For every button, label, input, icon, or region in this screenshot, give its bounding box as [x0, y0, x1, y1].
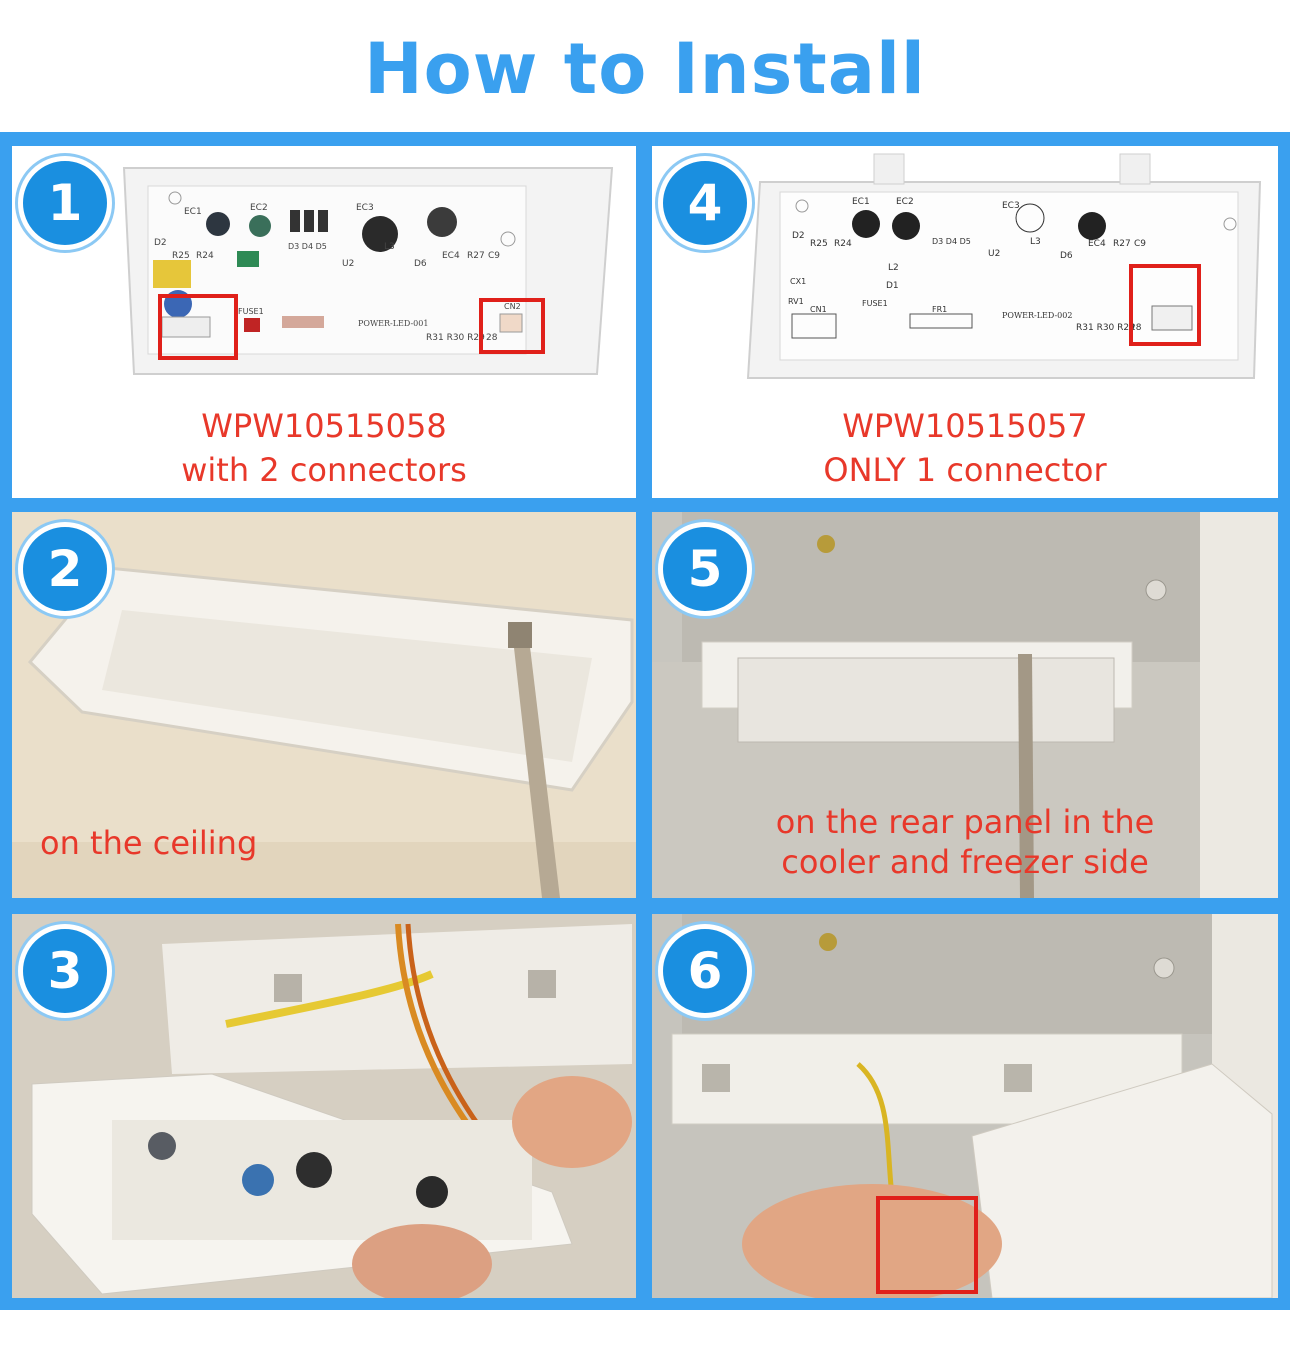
- board-label-d3-d5: D3 D4 D5: [932, 237, 971, 246]
- ceiling-light-removal-photo: [12, 512, 636, 898]
- step-number-badge: 1: [18, 156, 112, 250]
- board-label-u2: U2: [988, 249, 1000, 259]
- step-5-line-1: on the rear panel in the: [775, 803, 1155, 841]
- step-1-note: with 2 connectors: [181, 451, 467, 489]
- board-label-ec3: EC3: [356, 203, 374, 213]
- step-2-panel: 2 on the ceiling: [12, 512, 636, 898]
- board-label-c9: C9: [488, 251, 500, 261]
- board-label-l2: L2: [888, 263, 899, 273]
- board-label-ec1: EC1: [184, 207, 202, 217]
- step-4-model: WPW10515057: [842, 407, 1088, 445]
- board-label-l3: L3: [384, 242, 395, 252]
- board-label-cn2: CN2: [504, 302, 521, 311]
- step-5-caption: on the rear panel in the cooler and free…: [652, 802, 1278, 882]
- step-4-panel: EC1 EC2 EC3 D2 R25 R24 D3 D4 D5 U2 L3 D6…: [652, 146, 1278, 498]
- board-label-cx1: CX1: [790, 277, 806, 286]
- connector-highlight-box: [1129, 264, 1201, 346]
- board-label-r27: R27: [1113, 239, 1131, 249]
- board-label-d6: D6: [1060, 251, 1073, 261]
- step-4-note: ONLY 1 connector: [823, 451, 1107, 489]
- board-label-r24: R24: [834, 239, 852, 249]
- step-number-badge: 2: [18, 522, 112, 616]
- board-label-l3: L3: [1030, 237, 1041, 247]
- board-label-d6: D6: [414, 259, 427, 269]
- board-label-rv1: RV1: [788, 297, 804, 306]
- led-board-two-connectors-image: EC1 EC2 EC3 D2 R25 R24 D3 D4 D5 U2 L3 D6…: [122, 167, 614, 375]
- board-label-d2: D2: [154, 238, 167, 248]
- board-label-ec2: EC2: [896, 197, 914, 207]
- step-1-model: WPW10515058: [201, 407, 447, 445]
- step-1-panel: EC1 EC2 EC3 D2 R25 R24 D3 D4 D5 U2 L3 D6…: [12, 146, 636, 498]
- board-label-d2: D2: [792, 231, 805, 241]
- step-3-panel: 3: [12, 914, 636, 1298]
- page-title: How to Install: [364, 28, 926, 110]
- board-label-ec1: EC1: [852, 197, 870, 207]
- connector-plug-photo: [652, 914, 1278, 1298]
- step-number-badge: 5: [658, 522, 752, 616]
- step-5-line-2: cooler and freezer side: [781, 843, 1149, 881]
- connector-highlight-box: [158, 294, 238, 360]
- step-6-panel: 6: [652, 914, 1278, 1298]
- board-label-r25: R25: [810, 239, 828, 249]
- board-label-u2: U2: [342, 259, 354, 269]
- board-label-model: POWER-LED-002: [1002, 311, 1072, 320]
- step-number-badge: 3: [18, 924, 112, 1018]
- board-label-r28: 28: [486, 333, 498, 343]
- step-4-caption: WPW10515057 ONLY 1 connector: [652, 404, 1278, 492]
- step-1-caption: WPW10515058 with 2 connectors: [12, 404, 636, 492]
- board-label-model: POWER-LED-001: [358, 319, 428, 328]
- board-label-ec3: EC3: [1002, 201, 1020, 211]
- board-label-fr1: FR1: [932, 305, 947, 314]
- board-label-r27: R27: [467, 251, 485, 261]
- board-label-r24: R24: [196, 251, 214, 261]
- step-number-badge: 6: [658, 924, 752, 1018]
- board-label-r25: R25: [172, 251, 190, 261]
- connector-highlight-box: [479, 298, 545, 354]
- board-label-d3-d5: D3 D4 D5: [288, 242, 327, 251]
- board-label-c9: C9: [1134, 239, 1146, 249]
- led-board-one-connector-image: EC1 EC2 EC3 D2 R25 R24 D3 D4 D5 U2 L3 D6…: [746, 153, 1262, 379]
- step-2-caption: on the ceiling: [40, 824, 258, 862]
- rear-panel-light-removal-photo: [652, 512, 1278, 898]
- board-label-ec4: EC4: [442, 251, 460, 261]
- board-label-ec4: EC4: [1088, 239, 1106, 249]
- board-label-ec2: EC2: [250, 203, 268, 213]
- board-label-fuse: FUSE1: [238, 307, 264, 316]
- board-label-r31-r29: R31 R30 R29: [1076, 323, 1135, 333]
- connector-highlight-box: [876, 1196, 978, 1294]
- board-label-r28: 28: [1130, 323, 1142, 333]
- step-number-badge: 4: [658, 156, 752, 250]
- connector-unplug-photo: [12, 914, 636, 1298]
- board-label-fuse: FUSE1: [862, 299, 888, 308]
- step-5-panel: 5 on the rear panel in the cooler and fr…: [652, 512, 1278, 898]
- board-label-r31-r29: R31 R30 R29: [426, 333, 485, 343]
- board-label-cn1: CN1: [810, 305, 827, 314]
- steps-grid: EC1 EC2 EC3 D2 R25 R24 D3 D4 D5 U2 L3 D6…: [0, 132, 1290, 1310]
- board-label-d1: D1: [886, 281, 899, 291]
